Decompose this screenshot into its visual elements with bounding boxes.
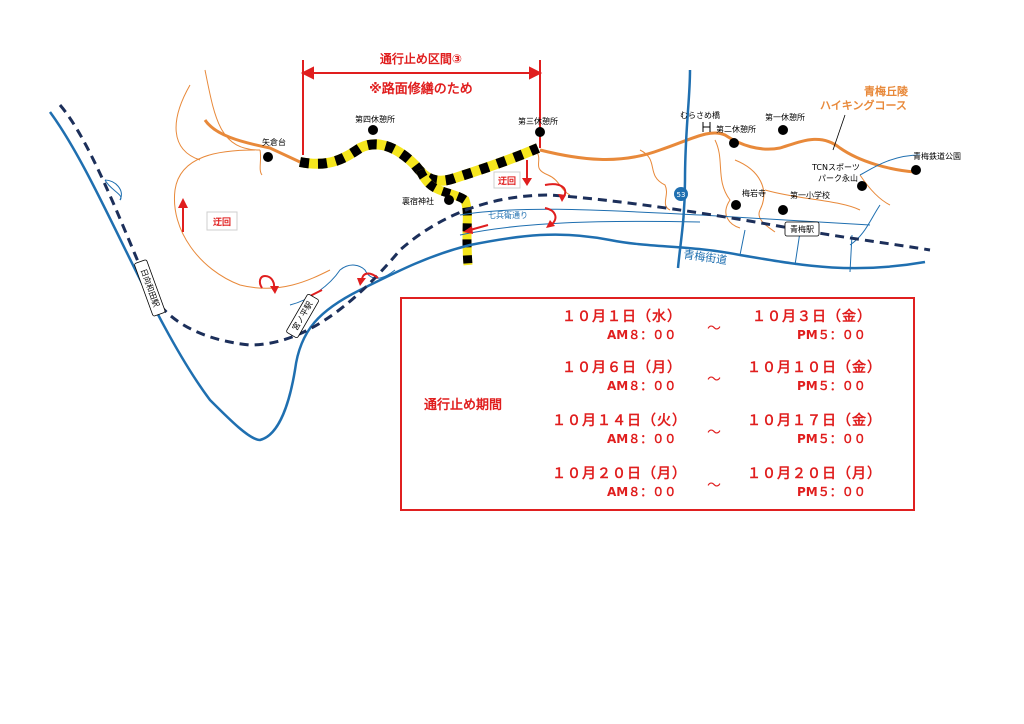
start-date: １０月１４日（火） [552, 413, 687, 429]
schedule-row: １０月６日（月） AM８：００ ～ １０月１０日（金） PM５：００ [402, 353, 913, 397]
side-trails [173, 69, 891, 289]
label-nanahyoe-dori: 七兵衛通り [488, 210, 528, 220]
separator: ～ [707, 372, 721, 388]
svg-text:日向和田駅: 日向和田駅 [139, 267, 162, 308]
label-baiganji: 梅岩寺 [742, 188, 766, 198]
station-hinatawada: 日向和田駅 [134, 259, 166, 317]
detour-arrows [178, 160, 567, 297]
label-ura-shrine: 裏宿神社 [402, 196, 434, 206]
schedule-row: １０月１日（水） AM８：００ ～ １０月３日（金） PM５：００ [402, 302, 913, 346]
label-rest4: 第四休憩所 [355, 114, 395, 124]
schedule-title: 通行止め期間 [424, 398, 503, 413]
course-label-2: ハイキングコース [820, 98, 907, 112]
label-railway-park: 青梅鉄道公園 [913, 151, 961, 161]
end-date: １０月２０日（月） [747, 466, 882, 482]
start-time: AM８：００ [607, 432, 677, 446]
svg-text:迂回: 迂回 [213, 217, 231, 228]
label-tcn-2: パーク永山 [818, 173, 858, 183]
label-yaguradai: 矢倉台 [262, 137, 286, 147]
closure-reason: ※路面修繕のため [369, 81, 473, 97]
end-date: １０月３日（金） [752, 309, 872, 325]
start-date: １０月６日（月） [562, 360, 682, 376]
label-murasame-bridge: むらさめ橋 [680, 110, 720, 120]
route-53-badge: 53 [674, 187, 688, 201]
start-date: １０月２０日（月） [552, 466, 687, 482]
schedule-row: １０月２０日（月） AM８：００ ～ １０月２０日（月） PM５：００ [402, 459, 913, 503]
end-time: PM５：００ [797, 432, 866, 446]
station-ome: 青梅駅 [784, 221, 820, 237]
label-rest1: 第一休憩所 [765, 112, 805, 122]
detour-label-west: 迂回 [206, 211, 238, 231]
svg-text:53: 53 [677, 191, 686, 199]
course-leader [832, 114, 846, 151]
start-time: AM８：００ [607, 379, 677, 393]
start-date: １０月１日（水） [562, 309, 682, 325]
closure-extent-bracket [300, 60, 543, 155]
svg-text:青梅駅: 青梅駅 [790, 224, 814, 234]
svg-text:迂回: 迂回 [498, 176, 516, 187]
label-ome-kaido: 青梅街道 [683, 247, 729, 267]
landmark-dots [263, 125, 921, 215]
start-time: AM８：００ [607, 485, 677, 499]
hiking-course-trail [203, 119, 916, 174]
separator: ～ [707, 478, 721, 494]
label-rest2: 第二休憩所 [716, 124, 756, 134]
end-date: １０月１７日（金） [747, 413, 882, 429]
roads [48, 69, 926, 442]
end-date: １０月１０日（金） [747, 360, 882, 376]
detour-label-east: 迂回 [493, 171, 521, 189]
course-label-1: 青梅丘陵 [864, 84, 909, 98]
schedule-row: １０月１４日（火） AM８：００ ～ １０月１７日（金） PM５：００ [402, 406, 913, 450]
start-time: AM８：００ [607, 328, 677, 342]
end-time: PM５：００ [797, 328, 866, 342]
end-time: PM５：００ [797, 485, 866, 499]
label-school1: 第一小学校 [790, 190, 830, 200]
closure-section-title: 通行止め区間③ [380, 51, 462, 66]
label-rest3: 第三休憩所 [518, 116, 558, 126]
closure-section [299, 139, 540, 266]
closure-schedule-box: 通行止め期間 １０月１日（水） AM８：００ ～ １０月３日（金） PM５：００… [400, 297, 915, 511]
end-time: PM５：００ [797, 379, 866, 393]
murasame-bridge-marker [702, 122, 711, 132]
separator: ～ [707, 425, 721, 441]
label-tcn-1: TCNスポーツ [811, 163, 860, 172]
separator: ～ [707, 321, 721, 337]
